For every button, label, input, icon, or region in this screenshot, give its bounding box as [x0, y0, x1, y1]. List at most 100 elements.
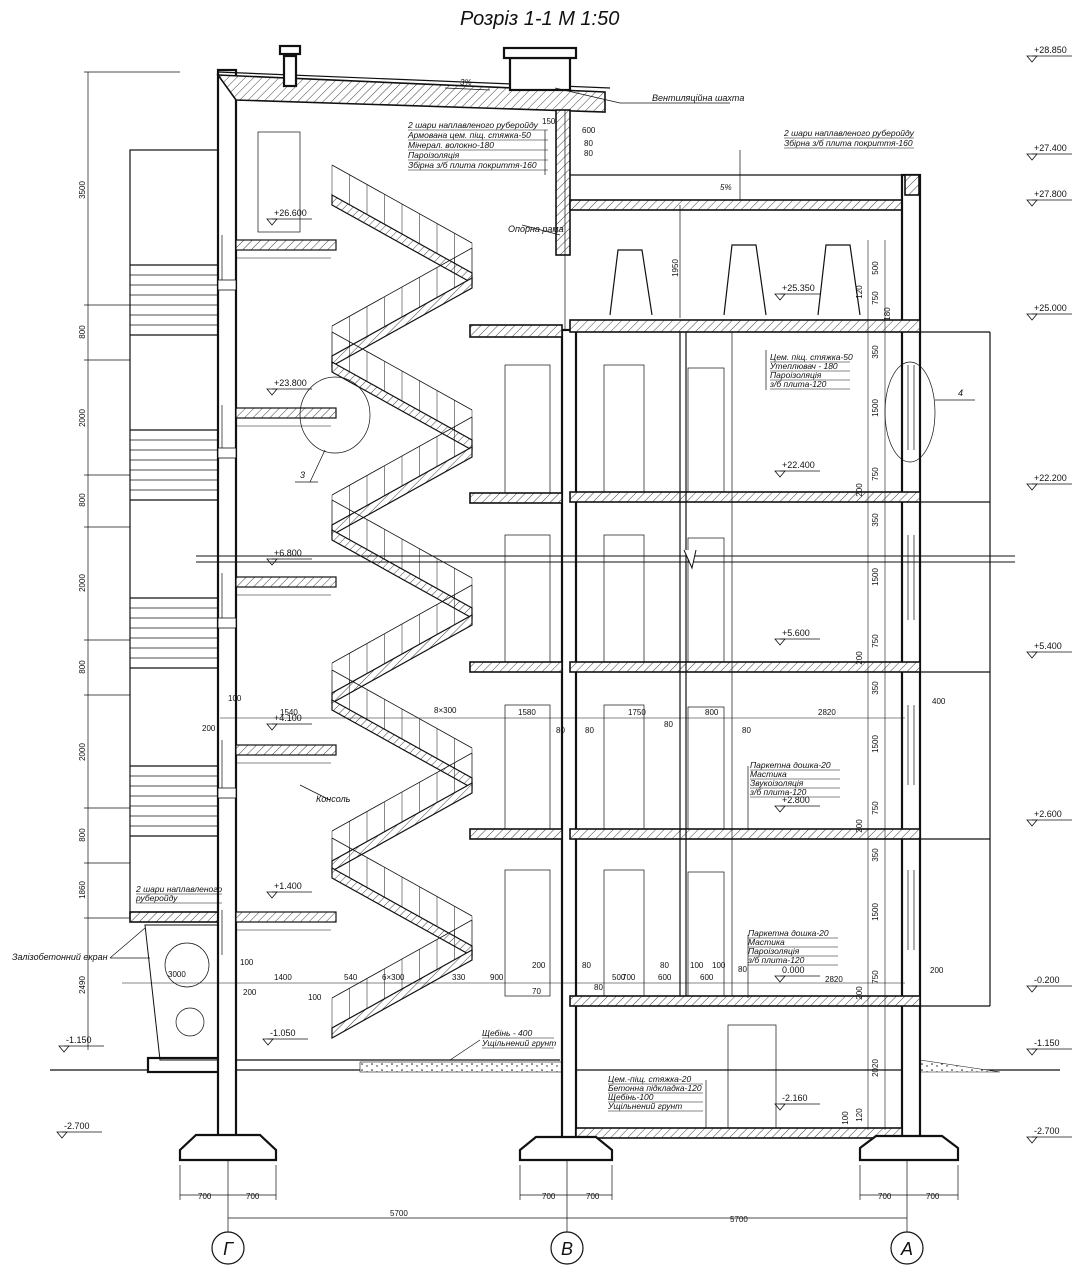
dim-row2-19: 200 — [243, 988, 257, 997]
dim-row2-22: 80 — [594, 983, 603, 992]
right-elevation-5-triangle — [1026, 651, 1038, 659]
floor-layer-b-1: Мастика — [748, 937, 785, 947]
vent-shaft-label: Вентиляційна шахта — [652, 93, 744, 103]
right-elevation-0-triangle — [1026, 55, 1038, 63]
dim-row1-7: 80 — [664, 720, 673, 729]
right-height-20: 100 — [841, 1111, 850, 1125]
stair-landing — [235, 911, 337, 923]
right-elevation-6: +2.600 — [1034, 809, 1062, 819]
right-elevation-7-triangle — [1026, 985, 1038, 993]
stair-elevation-2: +6.800 — [274, 548, 302, 558]
right-height-10: 200 — [855, 651, 864, 665]
right-height-dims: 5007501803501500750200350150075020035015… — [671, 240, 892, 1130]
dim-row2-16: 100 — [712, 961, 726, 970]
roof-dim-3: 80 — [584, 149, 593, 158]
roof-dim-2: 80 — [584, 139, 593, 148]
right-height-22: 1950 — [671, 259, 680, 277]
left-height-2: 2000 — [78, 409, 87, 427]
floor-elevation-5: -2.160 — [782, 1093, 808, 1103]
break-line — [196, 549, 1015, 570]
left-height-3: 800 — [78, 493, 87, 507]
attic-layer-3: з/б плита-120 — [769, 379, 827, 389]
right-elevation-9: -2.700 — [1034, 1126, 1060, 1136]
stair-elevation-0-triangle — [266, 218, 278, 226]
right-elevation-4: +22.200 — [1034, 473, 1067, 483]
foundations — [178, 1133, 960, 1162]
right-height-12: 1500 — [871, 735, 880, 753]
floor-layer-b-2: Пароізоляція — [748, 946, 800, 956]
floor-elevation-0-triangle — [774, 293, 786, 301]
left-height-6: 2000 — [78, 743, 87, 761]
roof-layer-a-4: Збірна з/б плита покриття-160 — [408, 160, 537, 170]
dim-row2-6: 900 — [490, 973, 504, 982]
dim-row2-2: 1400 — [274, 973, 292, 982]
floor-layer-a-3: з/б плита-120 — [749, 787, 807, 797]
axis-dim-1: 5700 — [730, 1215, 748, 1224]
roof-slope-label-2: 5% — [720, 183, 732, 192]
right-height-4: 1500 — [871, 399, 880, 417]
axis-label-a: А — [900, 1239, 913, 1259]
attic-layer-2: Пароізоляція — [770, 370, 822, 380]
right-height-3: 350 — [871, 345, 880, 359]
roof-layer-a-2: Мінерал. волокно-180 — [408, 140, 494, 150]
axis-label-g: Г — [223, 1239, 234, 1259]
floor-layer-a-0: Паркетна дошка-20 — [750, 760, 831, 770]
floor-elevation-4: 0.000 — [782, 965, 805, 975]
foundation-dim-3: 700 — [586, 1192, 600, 1201]
dim-row1-10: 400 — [932, 697, 946, 706]
floor-elevation-4-triangle — [774, 975, 786, 983]
stair-elevation-0: +26.600 — [274, 208, 307, 218]
floor-layer-b-3: з/б плита-120 — [747, 955, 805, 965]
axis-dim-0: 5700 — [390, 1209, 408, 1218]
dim-row1-12: 80 — [742, 726, 751, 735]
stair-landing — [235, 576, 337, 588]
dim-row2-9: 500 — [612, 973, 626, 982]
dim-row1-5: 80 — [585, 726, 594, 735]
ground-line — [50, 1056, 1060, 1074]
right-elevation-0: +28.850 — [1034, 45, 1067, 55]
left-height-1: 800 — [78, 325, 87, 339]
dim-row2-12: 600 — [658, 973, 672, 982]
dim-row2-20: 100 — [308, 993, 322, 1002]
dim-row1-11: 200 — [202, 724, 216, 733]
dim-row2-13: 100 — [690, 961, 704, 970]
left-elevation-1-triangle — [56, 1131, 68, 1139]
right-height-7: 350 — [871, 513, 880, 527]
callout-3-label: 3 — [300, 470, 305, 480]
stair-flight — [331, 948, 473, 1040]
right-height-6: 200 — [855, 483, 864, 497]
left-height-7: 800 — [78, 828, 87, 842]
foundation-dim-4: 700 — [878, 1192, 892, 1201]
ground-layer-0: Щебінь - 400 — [482, 1028, 532, 1038]
stair-elevation-4-triangle — [266, 891, 278, 899]
right-elevation-2: +27.800 — [1034, 189, 1067, 199]
dim-row2-15: 80 — [738, 965, 747, 974]
dim-row2-18: 200 — [930, 966, 944, 975]
floor-elevation-1-triangle — [774, 470, 786, 478]
right-height-14: 200 — [855, 819, 864, 833]
basement-layer-3: Ущільнений грунт — [607, 1101, 682, 1111]
right-elevation-marks: +28.850+27.400+27.800+25.000+22.200+5.40… — [1026, 45, 1072, 1144]
dim-row2-5: 330 — [452, 973, 466, 982]
stair-elevation-1-triangle — [266, 388, 278, 396]
support-frames — [609, 205, 861, 318]
dim-row2-1: 100 — [240, 958, 254, 967]
stair-elevation-5: -1.050 — [270, 1028, 296, 1038]
right-elevation-8: -1.150 — [1034, 1038, 1060, 1048]
floor-elevation-0: +25.350 — [782, 283, 815, 293]
left-height-5: 800 — [78, 660, 87, 674]
dim-row2-8: 80 — [582, 961, 591, 970]
right-height-23: 120 — [855, 285, 864, 299]
right-elevation-8-triangle — [1026, 1048, 1038, 1056]
foundation-dim-1: 700 — [246, 1192, 260, 1201]
roof-layer-a-3: Пароізоляція — [408, 150, 460, 160]
dim-row2-3: 540 — [344, 973, 358, 982]
right-height-16: 1500 — [871, 903, 880, 921]
right-elevation-7: -0.200 — [1034, 975, 1060, 985]
right-elevation-1-triangle — [1026, 153, 1038, 161]
dim-row2-10: 700 — [622, 973, 636, 982]
dim-row1-4: 80 — [556, 726, 565, 735]
